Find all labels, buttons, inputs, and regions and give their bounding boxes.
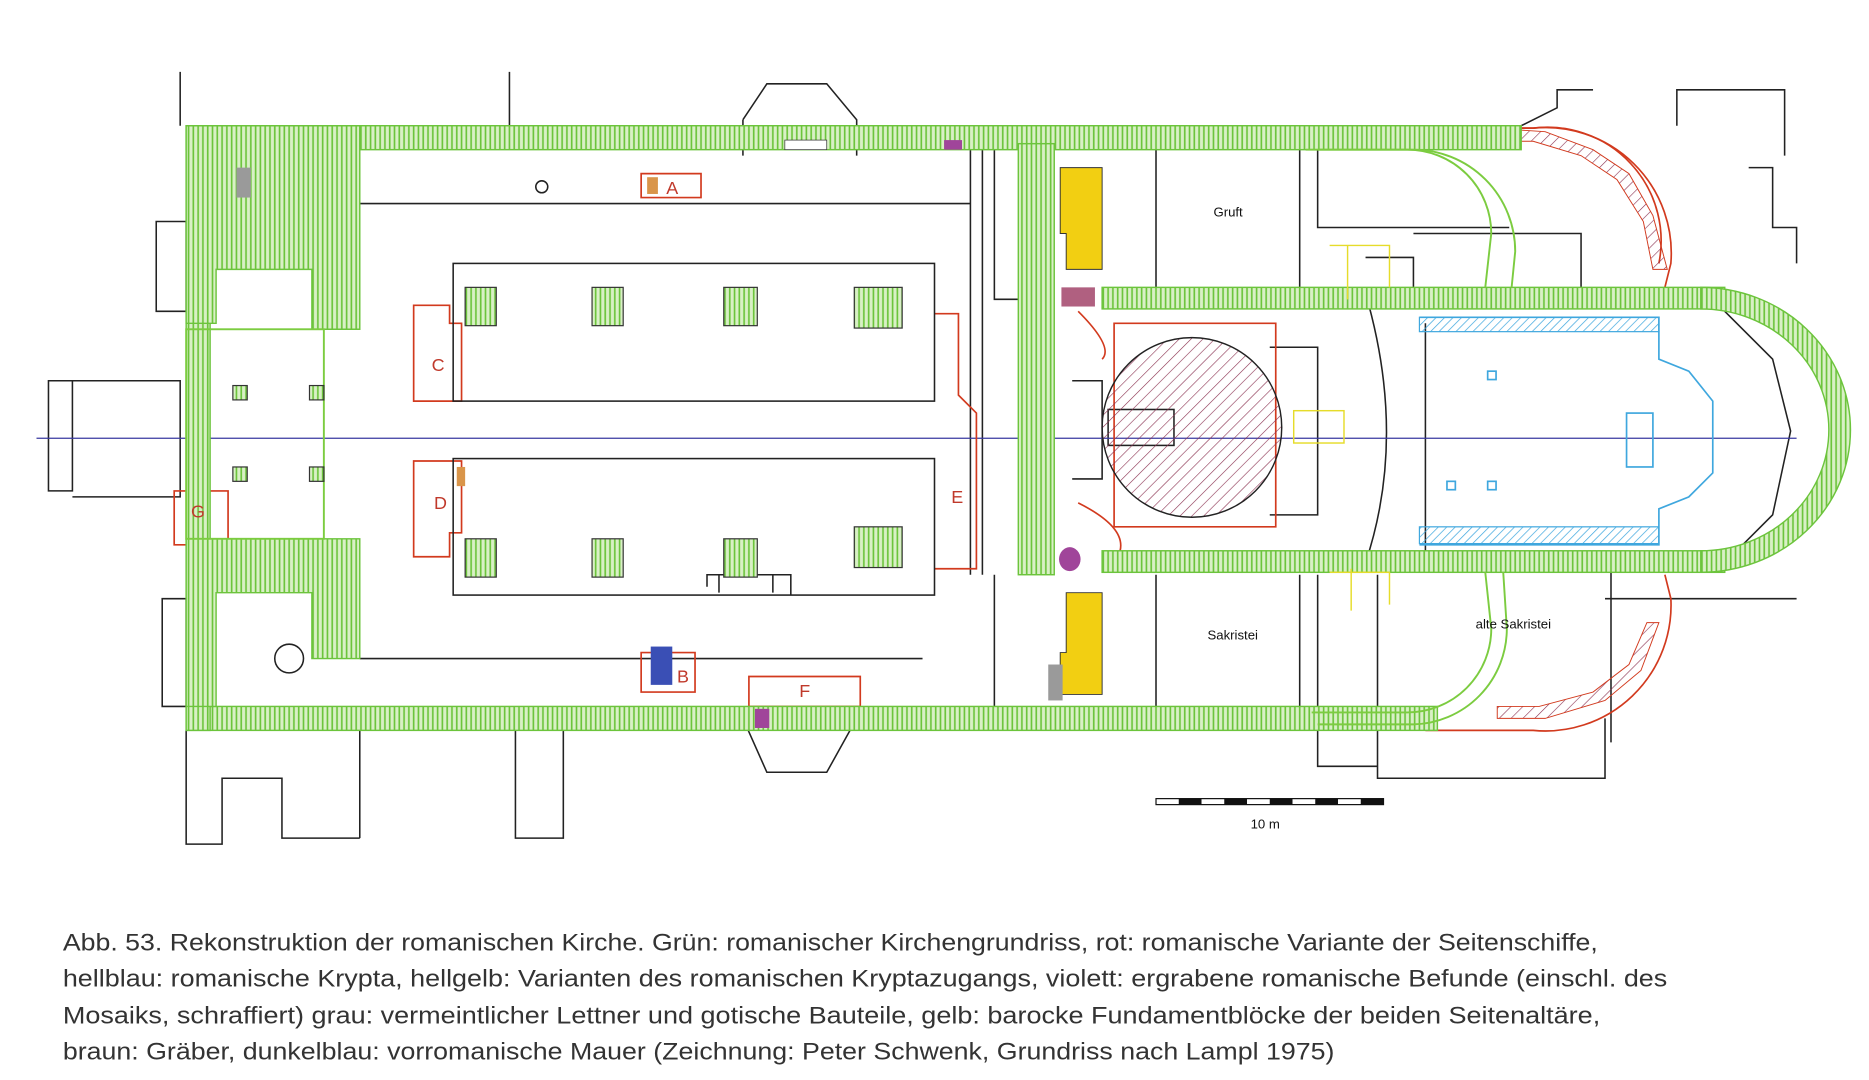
marker-b: B <box>677 666 689 686</box>
room-label-alte-sakristei: alte Sakristei <box>1476 617 1551 632</box>
red-variant-outlines <box>173 126 1673 732</box>
scale-bar: 10 m <box>1155 798 1385 832</box>
figure-caption: Abb. 53. Rekonstruktion der romanischen … <box>63 930 1667 1066</box>
crypt-access-variants <box>1292 244 1391 611</box>
room-label-sakristei: Sakristei <box>1207 627 1258 642</box>
marker-g: G <box>191 501 205 521</box>
mosaic-hatched-circle <box>1101 336 1283 518</box>
room-label-gruft: Gruft <box>1213 205 1243 220</box>
nave-arcades <box>232 262 936 596</box>
caption-line-2: hellblau: romanische Krypta, hellgelb: V… <box>63 966 1667 993</box>
marker-d: D <box>434 493 447 513</box>
marker-e: E <box>951 487 963 507</box>
green-romanesque-walls <box>185 125 1852 732</box>
caption-line-4: braun: Gräber, dunkelblau: vorromanische… <box>63 1039 1335 1066</box>
colored-finds <box>236 139 1095 728</box>
marker-c: C <box>432 355 445 375</box>
baroque-foundation-blocks <box>1059 167 1103 695</box>
marker-f: F <box>799 681 810 701</box>
scale-label: 10 m <box>1251 817 1280 832</box>
marker-a: A <box>666 178 678 198</box>
caption-line-1: Abb. 53. Rekonstruktion der romanischen … <box>63 930 1598 957</box>
caption-line-3: Mosaiks, schraffiert) grau: vermeintlich… <box>63 1003 1600 1030</box>
romanesque-crypt <box>1418 316 1714 546</box>
